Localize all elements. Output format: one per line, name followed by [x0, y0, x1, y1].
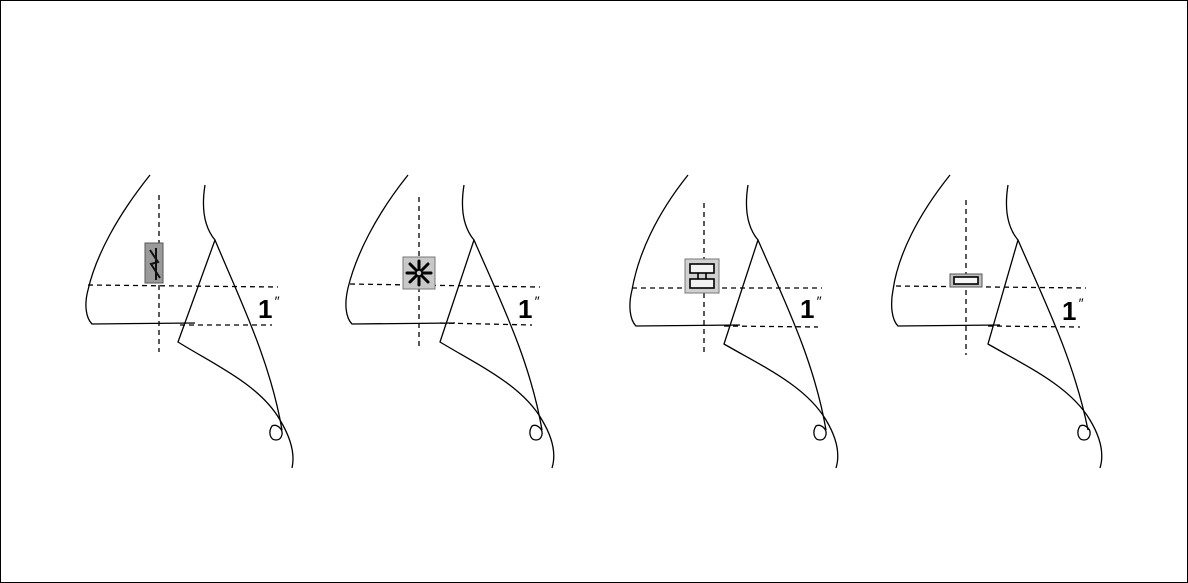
gray-tall-box-icon — [144, 242, 164, 284]
unit-mark: ″ — [534, 293, 540, 309]
flat-rectangle-icon — [949, 273, 983, 288]
panel-1: 1 ″ — [85, 174, 294, 469]
collar-outline — [891, 174, 1001, 327]
collar-outline — [85, 174, 196, 325]
panel-2: 1 ″ — [345, 174, 555, 469]
measurement-label: 1 — [800, 294, 814, 324]
panel-4: 1 ″ — [891, 174, 1103, 469]
lapel-edge — [439, 184, 555, 469]
horizontal-guide-lower — [987, 325, 1081, 328]
panel-3: 1 ″ — [629, 174, 839, 469]
collar-outline — [345, 174, 456, 325]
lapel-edge — [987, 184, 1103, 469]
front-edge — [1017, 239, 1089, 431]
lapel-edge — [177, 184, 294, 469]
front-edge — [757, 239, 827, 431]
button-icon — [529, 424, 543, 441]
measurement-label: 1 — [1062, 296, 1076, 326]
button-icon — [1077, 424, 1091, 441]
horizontal-guide-upper — [87, 284, 279, 288]
horizontal-guide-upper — [349, 283, 541, 288]
horizontal-guide-lower — [439, 322, 533, 326]
stacked-rectangles-icon — [684, 258, 720, 294]
front-edge — [473, 239, 543, 431]
lapel-edge — [723, 184, 839, 469]
button-icon — [269, 424, 283, 441]
horizontal-guide-upper — [895, 285, 1087, 289]
collar-outline — [629, 174, 741, 327]
snowflake-icon — [402, 256, 436, 290]
measurement-label: 1 — [258, 294, 272, 324]
button-icon — [813, 424, 827, 441]
unit-mark: ″ — [1078, 295, 1084, 311]
measurement-label: 1 — [518, 294, 532, 324]
unit-mark: ″ — [816, 293, 822, 309]
unit-mark: ″ — [274, 293, 280, 309]
front-edge — [214, 239, 283, 431]
horizontal-guide-lower — [723, 325, 819, 328]
